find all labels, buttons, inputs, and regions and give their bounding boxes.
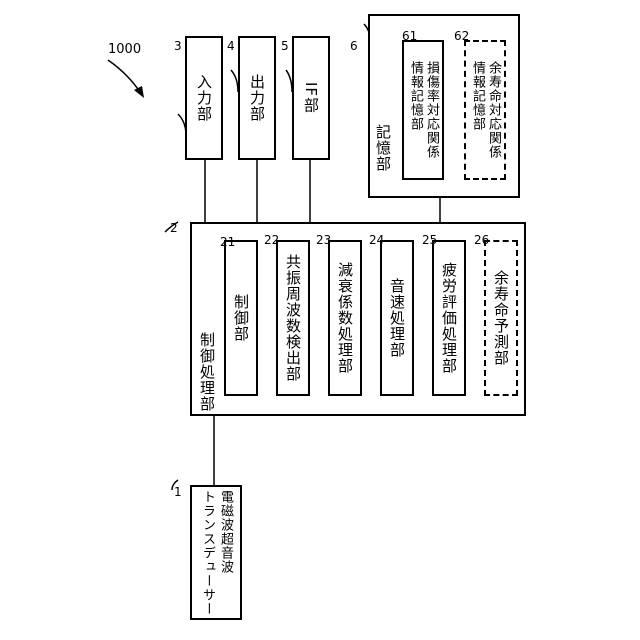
storage-sub-62-line-1: 余寿命対応関係 (486, 61, 501, 159)
control-sub-23: 減衰係数処理部 (328, 240, 362, 396)
ref-26: 26 (474, 234, 489, 246)
ref-6: 6 (350, 40, 358, 52)
storage-sub-61-line-1: 損傷率対応関係 (424, 61, 439, 159)
storage-sub-62-line-2: 情報記憶部 (470, 61, 485, 131)
ref-62: 62 (454, 30, 469, 42)
input-box: 入力部 (185, 36, 223, 160)
storage-sub-61: 損傷率対応関係情報記憶部 (402, 40, 444, 180)
interface-box: IF部 (292, 36, 330, 160)
control-sub-26-label: 余寿命予測部 (492, 270, 510, 366)
control-sub-24: 音速処理部 (380, 240, 414, 396)
control-sub-21: 制御部 (224, 240, 258, 396)
ref-1: 1 (174, 486, 182, 498)
output-label: 出力部 (248, 74, 266, 122)
interface-label: IF部 (302, 82, 320, 113)
figure-number: 1000 (108, 44, 141, 56)
control-sub-22-label: 共振周波数検出部 (284, 254, 302, 382)
storage-label: 記憶部 (374, 124, 392, 172)
transducer-label: 電磁波超音波トランスデューサー (198, 490, 234, 616)
ref-5: 5 (281, 40, 289, 52)
transducer-label-line-1: 電磁波超音波 (218, 490, 233, 574)
ref-3: 3 (174, 40, 182, 52)
control-processing-label: 制御処理部 (198, 332, 216, 412)
ref-23: 23 (316, 234, 331, 246)
storage-sub-62: 余寿命対応関係情報記憶部 (464, 40, 506, 180)
output-box: 出力部 (238, 36, 276, 160)
ref-2: 2 (170, 222, 178, 234)
control-sub-23-label: 減衰係数処理部 (336, 262, 354, 374)
control-processing-box: 制御処理部 制御部 共振周波数検出部 減衰係数処理部 音速処理部 疲労評価処理部… (190, 222, 526, 416)
control-sub-25-label: 疲労評価処理部 (440, 262, 458, 374)
control-sub-24-label: 音速処理部 (388, 278, 406, 358)
ref-25: 25 (422, 234, 437, 246)
storage-box: 記憶部 損傷率対応関係情報記憶部 余寿命対応関係情報記憶部 (368, 14, 520, 198)
storage-sub-61-line-2: 情報記憶部 (408, 61, 423, 131)
ref-4: 4 (227, 40, 235, 52)
ref-21: 21 (220, 236, 235, 248)
control-sub-21-label: 制御部 (232, 294, 250, 342)
control-sub-26: 余寿命予測部 (484, 240, 518, 396)
ref-61: 61 (402, 30, 417, 42)
control-sub-22: 共振周波数検出部 (276, 240, 310, 396)
transducer-label-line-2: トランスデューサー (200, 490, 215, 616)
input-label: 入力部 (195, 74, 213, 122)
control-sub-25: 疲労評価処理部 (432, 240, 466, 396)
ref-22: 22 (264, 234, 279, 246)
transducer-box: 電磁波超音波トランスデューサー (190, 485, 242, 620)
ref-24: 24 (369, 234, 384, 246)
